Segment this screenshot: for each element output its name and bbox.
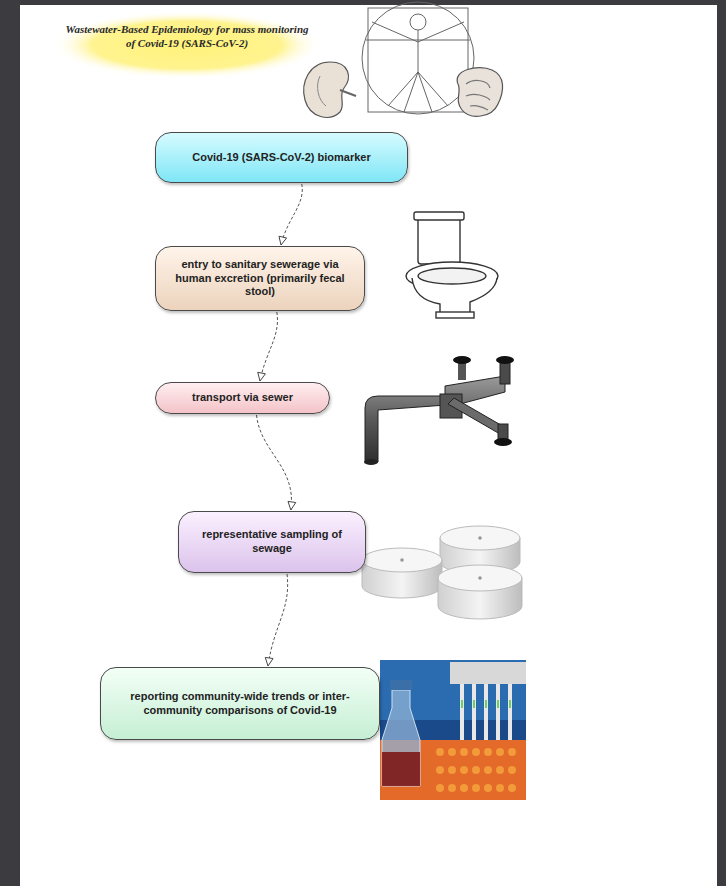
process-box: representative sampling of sewage	[178, 511, 366, 573]
box-text: entry to sanitary sewerage via human exc…	[166, 258, 354, 299]
lab-photo	[380, 660, 526, 800]
process-box: Covid-19 (SARS-CoV-2) biomarker	[155, 132, 408, 183]
sewer-pipe-figure	[364, 356, 514, 465]
process-box: entry to sanitary sewerage via human exc…	[155, 246, 365, 311]
diagram-title: Wastewater-Based Epidemiology for mass m…	[62, 22, 312, 51]
flow-arrow	[257, 415, 296, 510]
title-glow	[52, 11, 322, 79]
process-box: reporting community-wide trends or inter…	[100, 667, 380, 740]
tank-figure	[362, 526, 522, 619]
flow-arrow	[258, 312, 278, 381]
intestine-figure	[457, 68, 502, 117]
box-text: reporting community-wide trends or inter…	[111, 690, 369, 718]
box-text: transport via sewer	[192, 391, 293, 405]
flow-arrow	[265, 574, 287, 666]
flow-arrow	[279, 184, 302, 245]
toilet-figure	[406, 212, 498, 318]
box-text: Covid-19 (SARS-CoV-2) biomarker	[192, 151, 370, 165]
vitruvian-figure	[362, 2, 474, 114]
kidney-figure	[304, 62, 356, 117]
process-box: transport via sewer	[155, 382, 330, 414]
box-text: representative sampling of sewage	[189, 528, 355, 556]
